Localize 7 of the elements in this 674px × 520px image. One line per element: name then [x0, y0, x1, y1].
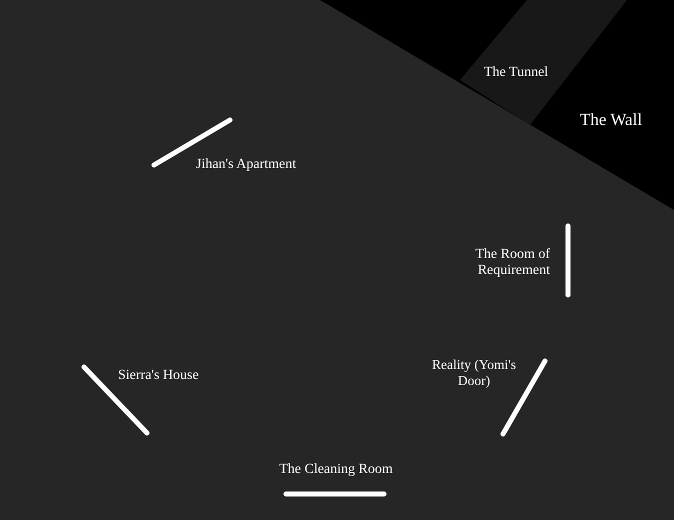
region-label: The Wall [580, 112, 642, 128]
place-label: The Cleaning Room [278, 462, 394, 478]
place-label: Sierra's House [118, 368, 200, 384]
place-label: Jihan's Apartment [196, 157, 298, 173]
region-label: The Tunnel [484, 65, 548, 81]
place-label: Reality (Yomi's Door) [432, 357, 516, 389]
place-label: The Room of Requirement [474, 247, 550, 279]
